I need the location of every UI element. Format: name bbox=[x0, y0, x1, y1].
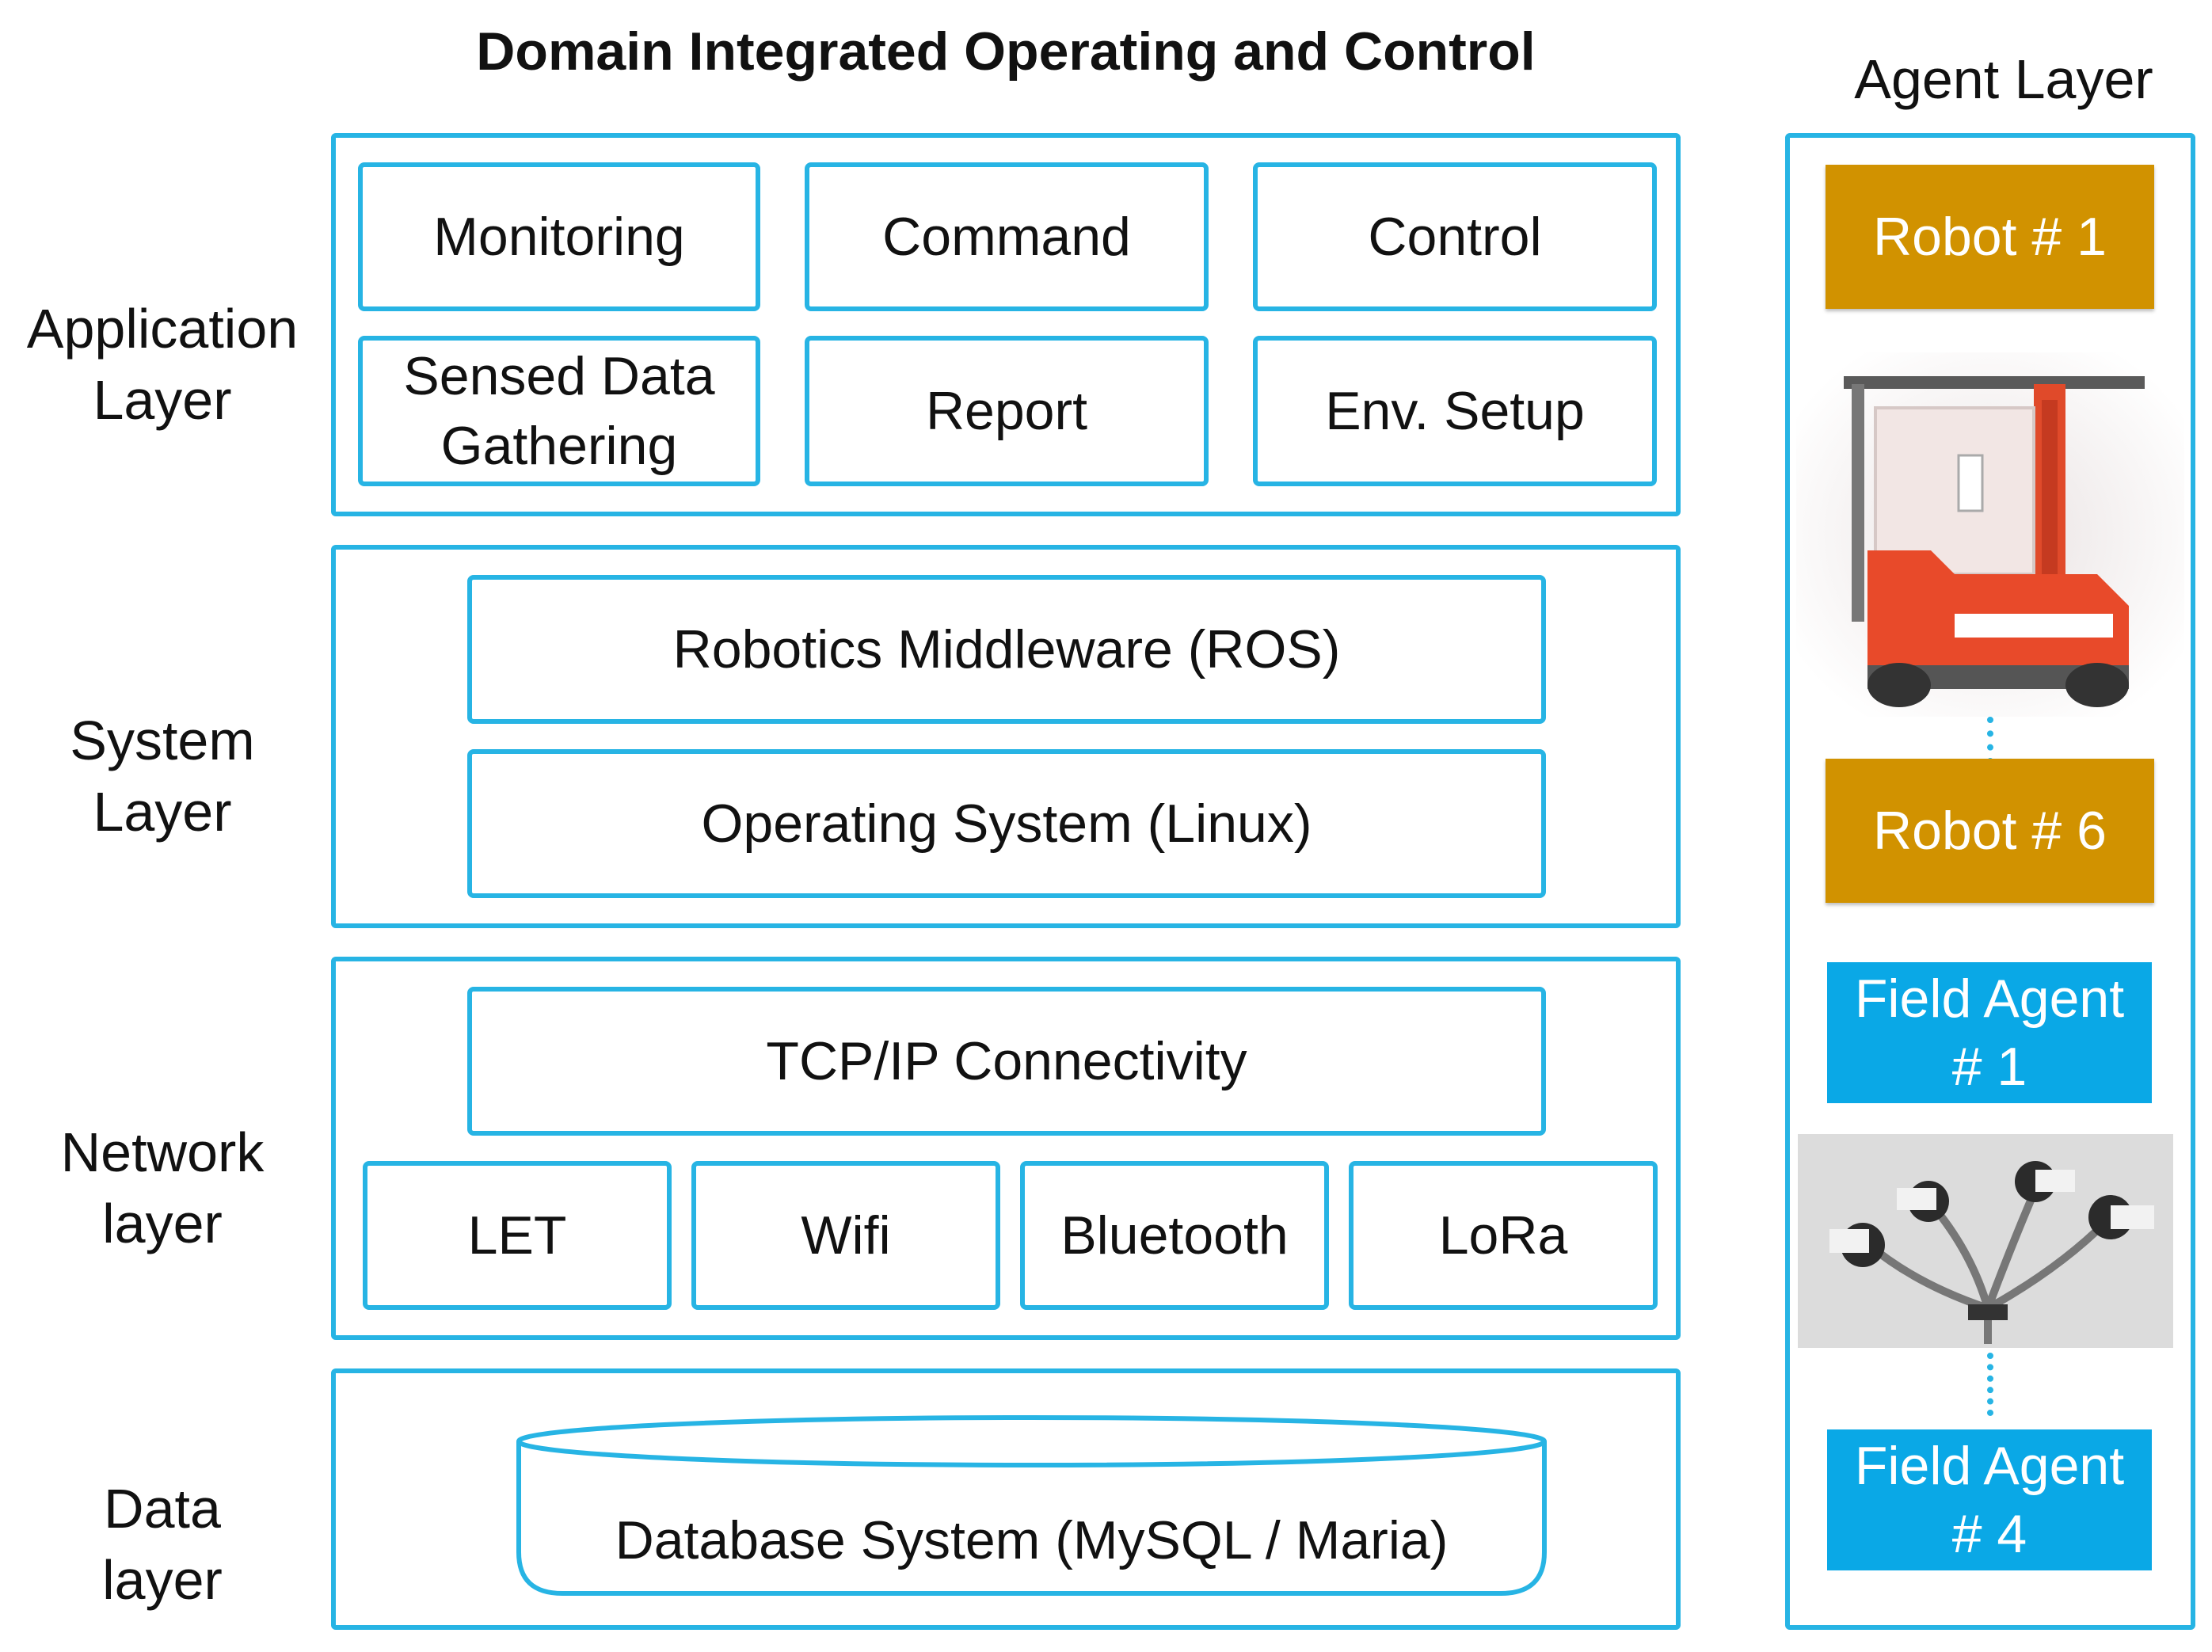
robot-image bbox=[1796, 352, 2184, 717]
application-layer-label: Application Layer bbox=[26, 298, 299, 431]
agent-layer-title: Agent Layer bbox=[1854, 48, 2153, 110]
wifi-box: Wifi bbox=[691, 1161, 1000, 1310]
robotics-middleware-box: Robotics Middleware (ROS) bbox=[467, 575, 1546, 724]
operating-system-box: Operating System (Linux) bbox=[467, 749, 1546, 898]
lora-box: LoRa bbox=[1349, 1161, 1658, 1310]
diagram-title: Domain Integrated Operating and Control bbox=[476, 21, 1536, 82]
report-box: Report bbox=[805, 336, 1209, 486]
data-layer-label: Data layer bbox=[102, 1478, 223, 1611]
system-layer-label: System Layer bbox=[70, 710, 255, 843]
database-cylinder bbox=[516, 1415, 1547, 1596]
tcp-ip-connectivity-box: TCP/IP Connectivity bbox=[467, 987, 1546, 1136]
network-layer-label: Network layer bbox=[60, 1121, 265, 1254]
env-setup-box: Env. Setup bbox=[1253, 336, 1657, 486]
let-box: LET bbox=[363, 1161, 672, 1310]
field-agent-1-box: Field Agent # 1 bbox=[1827, 962, 2152, 1103]
control-box: Control bbox=[1253, 162, 1657, 311]
sensed-data-gathering-box: Sensed Data Gathering bbox=[358, 336, 760, 486]
robot-6-box: Robot # 6 bbox=[1826, 759, 2154, 903]
camera-cluster-image bbox=[1798, 1134, 2173, 1348]
database-label: Database System (MySQL / Maria) bbox=[615, 1510, 1449, 1570]
field-agent-4-box: Field Agent # 4 bbox=[1827, 1429, 2152, 1570]
command-box: Command bbox=[805, 162, 1209, 311]
robot-continuation-dots bbox=[1987, 717, 1993, 764]
bluetooth-box: Bluetooth bbox=[1020, 1161, 1329, 1310]
field-agent-continuation-dots bbox=[1987, 1353, 1993, 1416]
monitoring-box: Monitoring bbox=[358, 162, 760, 311]
robot-1-box: Robot # 1 bbox=[1826, 165, 2154, 309]
